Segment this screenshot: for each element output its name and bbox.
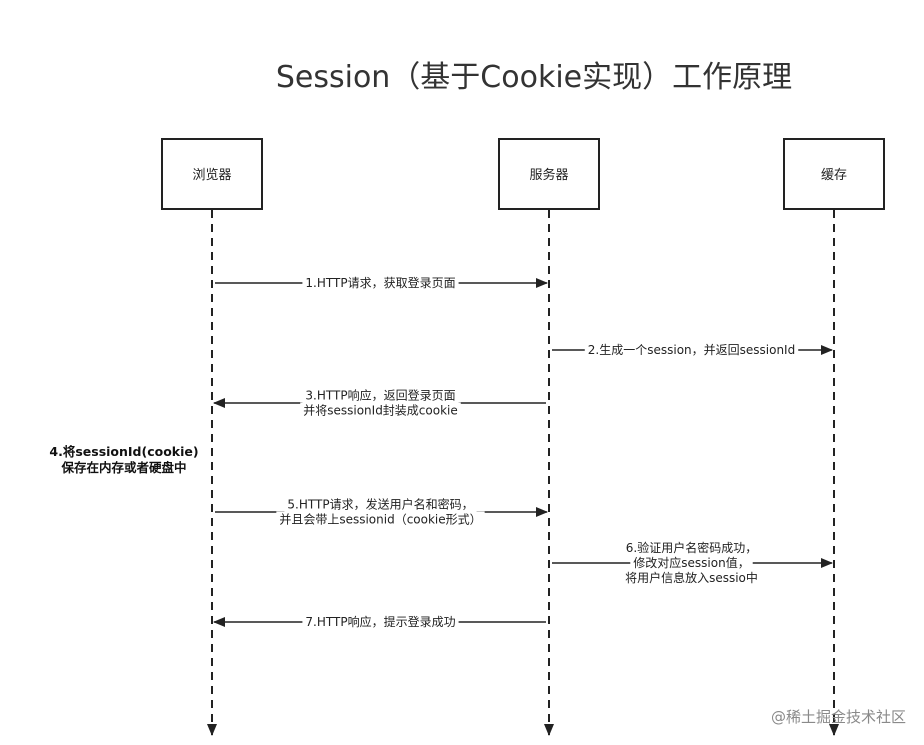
actor-label: 浏览器	[192, 167, 231, 183]
actor-server: 服务器	[498, 138, 600, 210]
actors: 浏览器 服务器 缓存	[161, 138, 885, 210]
lifelines	[207, 210, 839, 736]
message-label-bg	[622, 540, 761, 555]
messages: 1.HTTP请求，获取登录页面 2.生成一个session，并返回sessionI…	[213, 275, 833, 629]
message-label: 6.验证用户名密码成功，	[626, 540, 757, 555]
message-label: 7.HTTP响应，提示登录成功	[305, 614, 455, 629]
message-label: 并且会带上sessionid（cookie形式）	[279, 513, 481, 527]
diagram-title: Session（基于Cookie实现）工作原理	[276, 60, 792, 95]
message-label-bg	[630, 555, 753, 570]
actor-label: 服务器	[529, 167, 568, 183]
actor-box	[498, 138, 600, 210]
message-label-bg	[584, 342, 799, 357]
message-label-bg	[300, 402, 461, 418]
message-5: 6.验证用户名密码成功，修改对应session值，将用户信息放入sessio中	[552, 540, 833, 585]
message-label: 修改对应session值，	[633, 555, 749, 570]
message-label: 5.HTTP请求，发送用户名和密码，	[287, 497, 473, 512]
message-label: 并将sessionId封装成cookie	[303, 404, 458, 418]
message-label: 3.HTTP响应，返回登录页面	[305, 388, 455, 403]
message-1: 1.HTTP请求，获取登录页面	[215, 275, 548, 290]
message-label-bg	[622, 570, 761, 585]
message-label-bg	[302, 614, 459, 629]
message-label: 将用户信息放入sessio中	[625, 570, 758, 585]
message-label-bg	[302, 275, 459, 290]
message-4: 5.HTTP请求，发送用户名和密码，并且会带上sessionid（cookie形…	[215, 496, 548, 527]
note-text: 保存在内存或者硬盘中	[60, 460, 186, 475]
note-text: 4.将sessionId(cookie)	[49, 444, 198, 459]
actor-box	[783, 138, 885, 210]
actor-browser: 浏览器	[161, 138, 263, 210]
message-6: 7.HTTP响应，提示登录成功	[213, 614, 546, 629]
actor-box	[161, 138, 263, 210]
note: 4.将sessionId(cookie)保存在内存或者硬盘中	[49, 444, 198, 475]
message-label: 1.HTTP请求，获取登录页面	[305, 275, 455, 290]
actor-label: 缓存	[821, 168, 847, 183]
message-label-bg	[276, 511, 485, 527]
message-label-bg	[302, 387, 459, 403]
message-2: 2.生成一个session，并返回sessionId	[552, 342, 833, 357]
message-label: 2.生成一个session，并返回sessionId	[588, 343, 795, 357]
actor-cache: 缓存	[783, 138, 885, 210]
watermark-text: @稀土掘金技术社区	[771, 708, 906, 726]
message-label-bg	[284, 496, 477, 512]
